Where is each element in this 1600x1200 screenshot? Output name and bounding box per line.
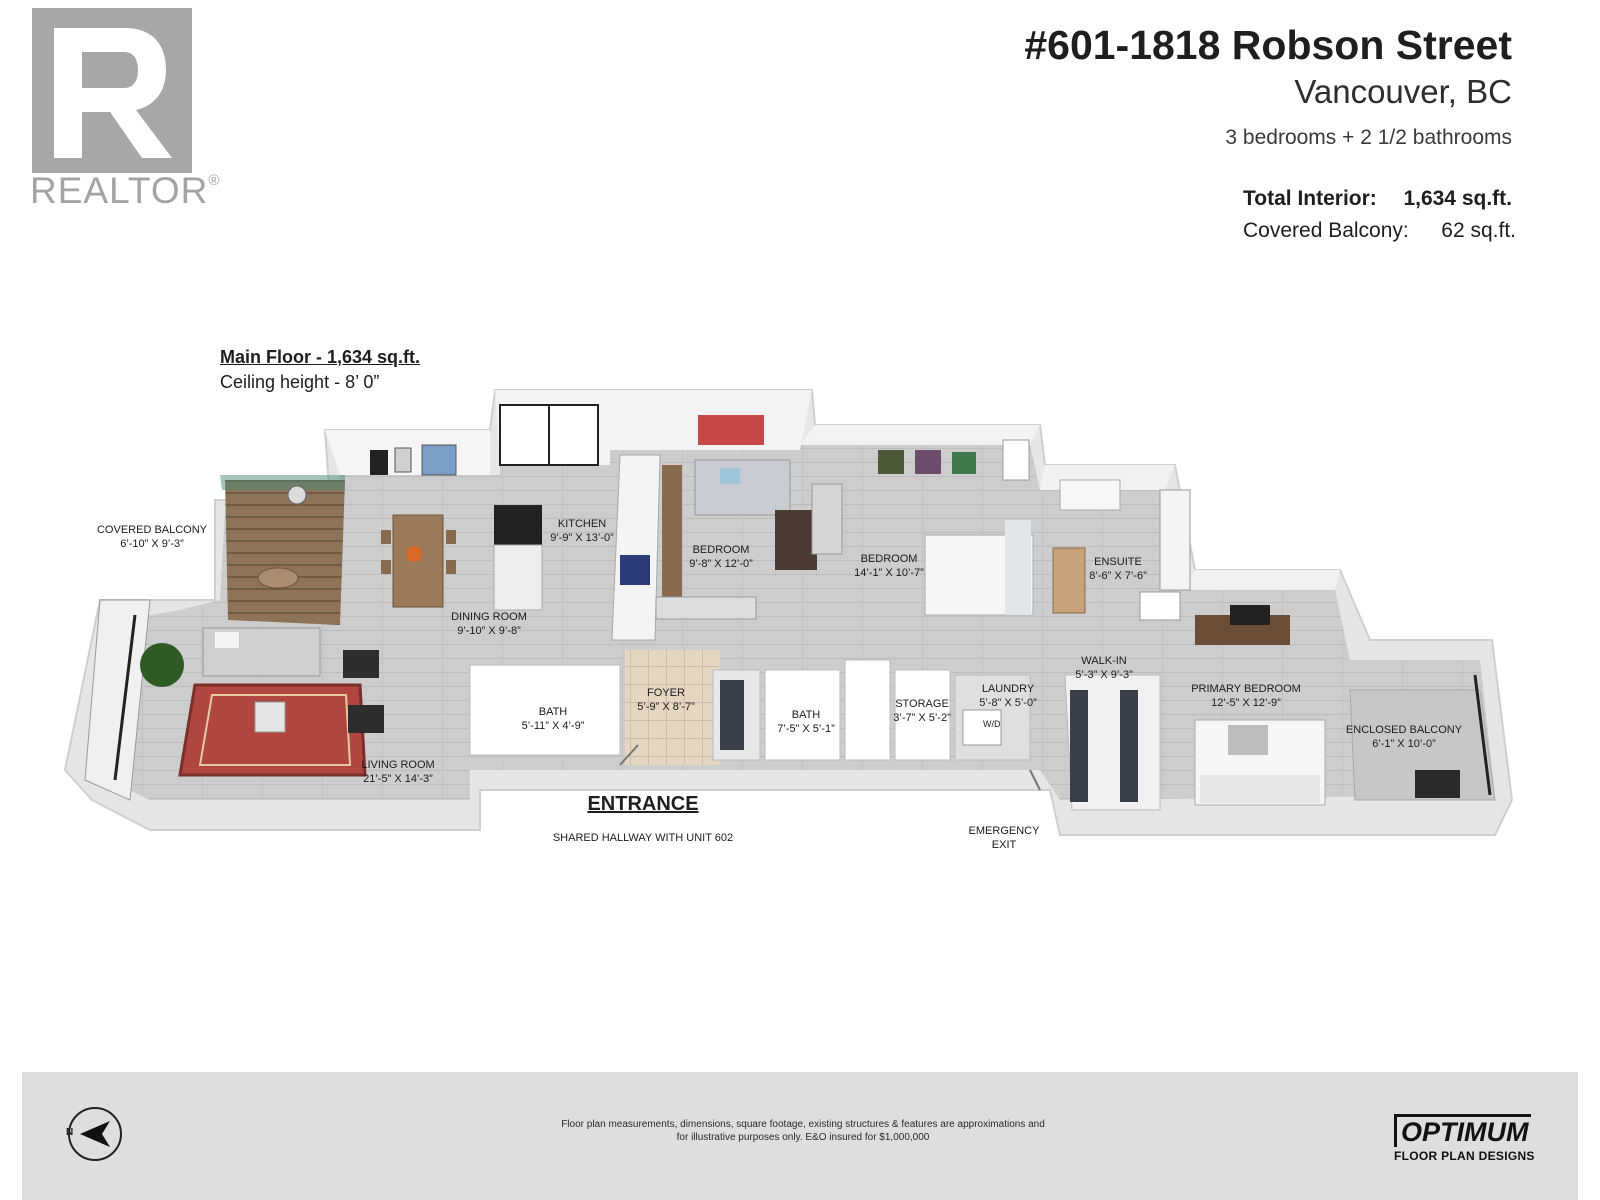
kitchen-island	[493, 544, 543, 611]
compass-north-label: N	[66, 1127, 74, 1138]
wall-face	[800, 425, 1040, 445]
vanity	[1052, 547, 1086, 614]
plant	[140, 643, 184, 687]
armchair	[348, 705, 384, 733]
total-interior-value: 1,634 sq.ft.	[1403, 187, 1512, 210]
covered-balcony-label: Covered Balcony:	[1243, 219, 1409, 242]
entrance-label: ENTRANCE	[587, 793, 699, 815]
wall-art	[698, 415, 764, 445]
shared-hallway-label: SHARED HALLWAY WITH UNIT 602	[552, 832, 734, 844]
clothes-rack	[720, 680, 744, 750]
ensuite-fixture	[1059, 479, 1121, 511]
living-window-wall	[84, 599, 151, 801]
covered-balcony-value: 62 sq.ft.	[1441, 219, 1516, 242]
bathtub	[1139, 591, 1181, 621]
armchair	[1415, 770, 1460, 798]
wall-art	[915, 450, 941, 474]
clothes-rack	[1070, 690, 1088, 802]
dining-table	[392, 514, 444, 608]
wall-art	[421, 444, 457, 476]
storage-room	[894, 669, 951, 761]
total-interior-label: Total Interior:	[1243, 187, 1377, 210]
shower	[1159, 489, 1191, 591]
wall-art	[878, 450, 904, 474]
wall-face	[1180, 570, 1340, 590]
kitchen-appliance	[494, 505, 542, 545]
emergency-door	[1029, 769, 1041, 791]
tv	[1230, 605, 1270, 625]
wall-art	[394, 447, 412, 473]
property-rooms: 3 bedrooms + 2 1/2 bathrooms	[1225, 126, 1512, 149]
property-address: #601-1818 Robson Street	[1024, 22, 1512, 68]
bath-room	[469, 664, 621, 756]
disclaimer: Floor plan measurements, dimensions, squ…	[561, 1119, 1045, 1143]
washer-dryer	[962, 709, 1002, 746]
realtor-r-icon	[32, 8, 192, 173]
property-city: Vancouver, BC	[1294, 73, 1512, 110]
realtor-logo	[32, 8, 192, 173]
cooktop-icon	[620, 555, 650, 585]
compass-icon	[68, 1107, 122, 1161]
ottoman	[254, 701, 286, 733]
sofa-bed	[694, 459, 791, 516]
footer-band	[22, 1072, 1578, 1200]
entrance-door	[619, 744, 639, 766]
closet	[811, 483, 843, 555]
floor-plan	[63, 389, 1514, 836]
washer-dryer-label: W/D	[983, 719, 1001, 729]
realtor-wordmark: REALTOR®	[30, 170, 221, 211]
clothes-rack	[1120, 690, 1138, 802]
pantry	[662, 465, 682, 610]
coat-hook	[370, 450, 388, 475]
floor-title: Main Floor - 1,634 sq.ft.	[220, 347, 421, 367]
desk	[775, 510, 817, 570]
closet	[655, 596, 757, 620]
foyer-floor	[625, 650, 720, 765]
bath-room	[764, 669, 841, 761]
optimum-sub: FLOOR PLAN DESIGNS	[1394, 1149, 1535, 1163]
armchair	[343, 650, 379, 678]
optimum-logo: OPTIMUM FLOOR PLAN DESIGNS	[1394, 1114, 1535, 1163]
closet	[844, 659, 891, 761]
wall-art	[952, 452, 976, 474]
window	[1002, 439, 1030, 481]
ceiling-height: Ceiling height - 8’ 0”	[220, 372, 380, 392]
kitchen-counter	[611, 454, 661, 641]
covered-balcony-deck	[225, 480, 345, 625]
optimum-brand: OPTIMUM	[1394, 1114, 1531, 1147]
